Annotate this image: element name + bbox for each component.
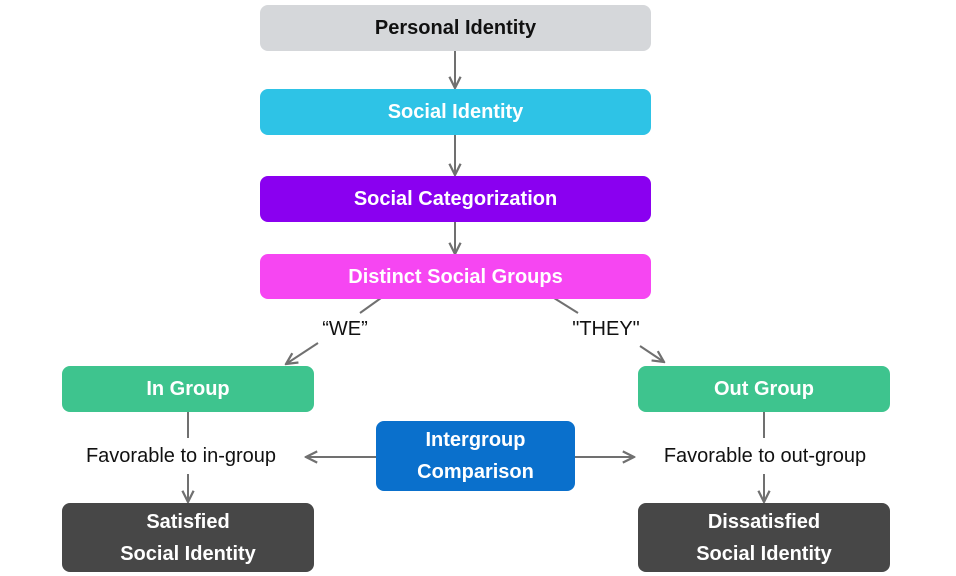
social-identity-box: Social Identity bbox=[260, 89, 651, 135]
social-identity-label: Social Identity bbox=[387, 101, 524, 123]
out-group-box: Out Group bbox=[638, 366, 890, 412]
satisfied-line-2: Social Identity bbox=[120, 542, 256, 565]
social-categorization-label: Social Categorization bbox=[353, 188, 558, 210]
line-distinct-to-they bbox=[553, 297, 579, 314]
personal-identity-label: Personal Identity bbox=[374, 17, 537, 39]
they-label: "THEY" bbox=[572, 318, 640, 340]
line-distinct-to-we bbox=[359, 297, 382, 314]
in-group-label: In Group bbox=[146, 378, 230, 400]
dissatisfied-line-1: Dissatisfied bbox=[707, 510, 821, 533]
arrow-we-to-in-group bbox=[286, 342, 319, 364]
distinct-social-groups-label: Distinct Social Groups bbox=[348, 265, 563, 288]
in-group-box: In Group bbox=[62, 366, 314, 412]
intergroup-comparison-line-1: Intergroup bbox=[425, 429, 526, 451]
dissatisfied-line-2: Social Identity bbox=[696, 542, 832, 565]
we-label: “WE” bbox=[322, 318, 368, 340]
favorable-out-group-label: Favorable to out-group bbox=[663, 445, 867, 467]
social-categorization-box: Social Categorization bbox=[260, 176, 651, 222]
intergroup-comparison-line-2: Comparison bbox=[417, 461, 534, 483]
favorable-in-group-label: Favorable to in-group bbox=[85, 445, 277, 467]
satisfied-social-identity-box: Satisfied Social Identity bbox=[62, 503, 314, 572]
intergroup-comparison-box: Intergroup Comparison bbox=[376, 421, 575, 491]
dissatisfied-social-identity-box: Dissatisfied Social Identity bbox=[638, 503, 890, 572]
out-group-label: Out Group bbox=[714, 378, 814, 400]
satisfied-line-1: Satisfied bbox=[146, 510, 230, 533]
personal-identity-box: Personal Identity bbox=[260, 5, 651, 51]
arrow-they-to-out-group bbox=[639, 345, 664, 362]
distinct-social-groups-box: Distinct Social Groups bbox=[260, 254, 651, 299]
